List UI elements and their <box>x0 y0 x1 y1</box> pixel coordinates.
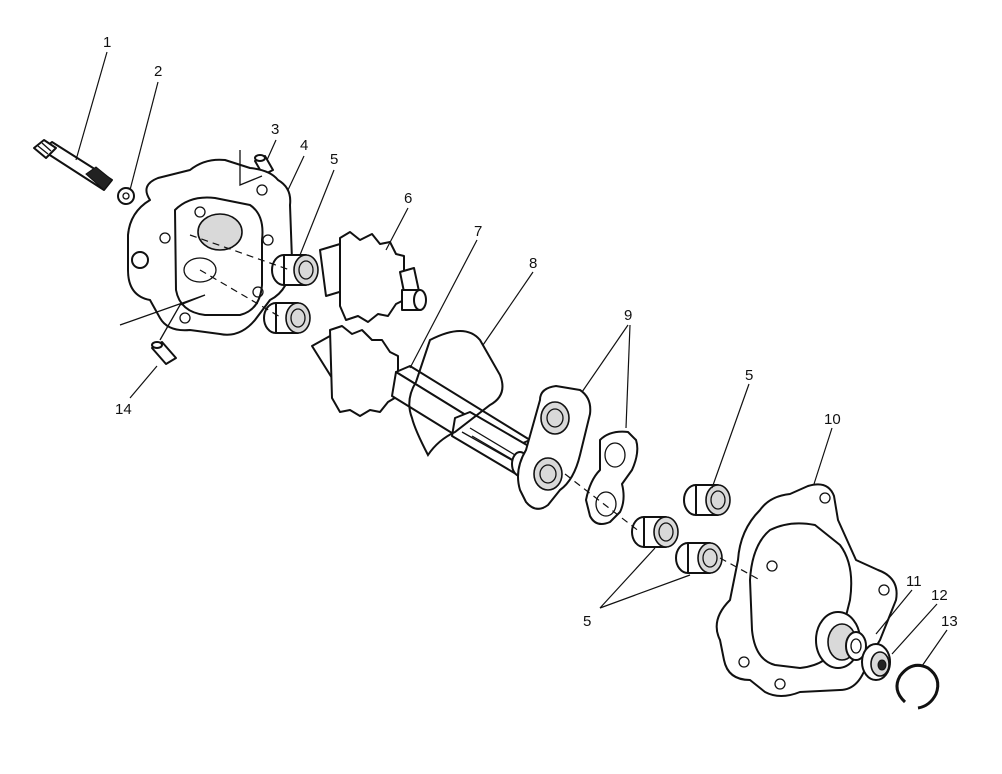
part-circlip <box>895 663 940 710</box>
part-wear-plate <box>517 385 592 510</box>
callout-1: 1 <box>103 34 111 51</box>
part-ball-bearing <box>861 643 891 681</box>
callout-3: 3 <box>271 121 279 138</box>
callout-7: 7 <box>474 223 482 240</box>
leader-lines <box>75 51 948 667</box>
callout-11: 11 <box>906 573 922 590</box>
callout-labels: 1 2 3 4 5 6 7 8 9 5 10 11 12 13 5 14 <box>103 34 958 630</box>
callout-12: 12 <box>931 587 948 604</box>
callout-5: 5 <box>330 151 338 168</box>
part-drive-shaft <box>311 325 533 477</box>
part-bearing <box>683 484 731 516</box>
callout-5-right: 5 <box>745 367 753 384</box>
part-bearing <box>675 542 723 574</box>
callout-9: 9 <box>624 307 632 324</box>
part-bearing <box>631 516 679 548</box>
part-washer <box>117 187 135 205</box>
callout-2: 2 <box>154 63 162 80</box>
part-bearing <box>263 302 311 334</box>
alignment-lines <box>119 150 761 581</box>
callout-13: 13 <box>941 613 958 630</box>
callout-4: 4 <box>300 137 308 154</box>
part-thrust-plate <box>585 430 639 525</box>
callout-14: 14 <box>115 401 132 418</box>
callout-6: 6 <box>404 190 412 207</box>
callout-10: 10 <box>824 411 841 428</box>
callout-5-bottom: 5 <box>583 613 591 630</box>
part-seal-ring <box>408 330 504 457</box>
callout-8: 8 <box>529 255 537 272</box>
part-upper-gear <box>319 231 427 323</box>
part-dowel-pin-lower <box>151 341 177 365</box>
part-pump-housing <box>127 158 293 336</box>
part-shaft-seal <box>845 631 867 661</box>
part-bolt <box>33 139 113 191</box>
part-bearing <box>271 254 319 286</box>
